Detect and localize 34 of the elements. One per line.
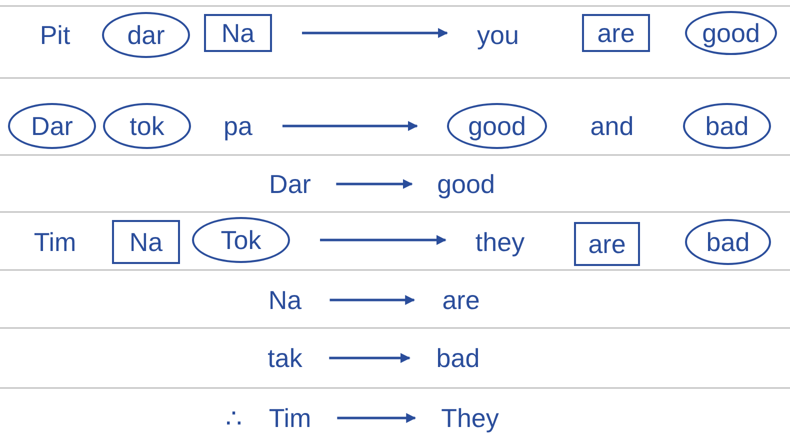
word: Tim [34, 227, 76, 257]
word: they [475, 227, 525, 257]
word: Na [268, 285, 302, 315]
word: pa [224, 111, 252, 141]
arrow [330, 295, 416, 305]
arrow [337, 413, 416, 423]
word: Pit [40, 20, 70, 50]
word: bad [436, 343, 480, 373]
circled-word: dar [102, 12, 190, 58]
word: tak [268, 343, 302, 373]
circled-word: tok [103, 103, 191, 149]
circled-word: Tok [192, 217, 290, 263]
arrow [329, 353, 411, 363]
word: good [437, 169, 495, 199]
circled-word: good [685, 11, 777, 55]
boxed-word: Na [112, 220, 180, 264]
arrow [282, 121, 418, 131]
circled-word: bad [683, 103, 771, 149]
word: you [477, 20, 519, 50]
boxed-word: Na [204, 14, 272, 52]
arrow [302, 28, 448, 38]
circled-word: good [447, 103, 547, 149]
boxed-word: are [574, 222, 640, 266]
word: Tim [268, 403, 312, 433]
circled-word: Dar [8, 103, 96, 149]
word: They [441, 403, 499, 433]
boxed-word: are [582, 14, 650, 52]
word: Dar [269, 169, 311, 199]
therefore-symbol: ∴ [226, 403, 242, 433]
arrow [336, 179, 413, 189]
circled-word: bad [685, 219, 771, 265]
word: are [442, 285, 480, 315]
arrow [320, 235, 446, 245]
word: and [590, 111, 634, 141]
